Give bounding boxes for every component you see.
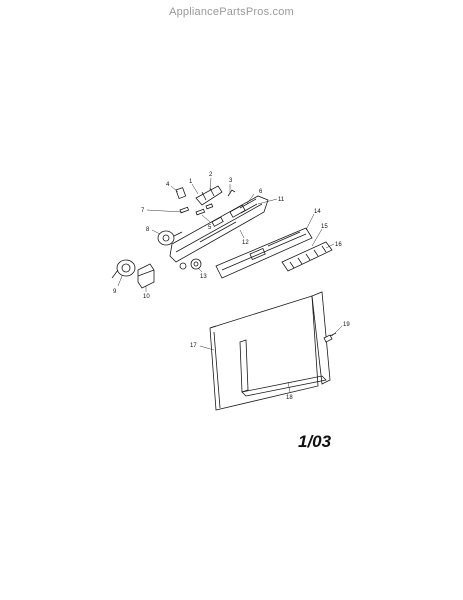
part-label-1: 1: [189, 179, 193, 185]
knob-housing[interactable]: [157, 230, 183, 246]
part-label-2: 2: [209, 172, 213, 178]
part-label-6: 6: [259, 189, 263, 195]
part-label-15: 15: [321, 224, 328, 230]
part-label-12: 12: [242, 240, 249, 246]
part-label-19: 19: [343, 322, 350, 328]
part-label-17: 17: [190, 343, 197, 349]
part-label-3: 3: [229, 178, 233, 184]
part-label-5: 5: [208, 225, 212, 231]
part-label-11: 11: [278, 197, 285, 203]
part-label-8: 8: [146, 227, 150, 233]
part-label-10: 10: [143, 294, 150, 300]
part-label-18: 18: [286, 395, 293, 401]
control-panel[interactable]: [169, 195, 269, 263]
leader-lines: [117, 177, 343, 393]
pins[interactable]: [179, 203, 214, 216]
screw[interactable]: [323, 332, 337, 343]
watermark: AppliancePartsPros.com: [169, 6, 294, 18]
keypad-panel[interactable]: [215, 227, 313, 279]
timer-motor[interactable]: [111, 259, 136, 279]
part-label-9: 9: [113, 289, 117, 295]
door-panel[interactable]: [209, 295, 319, 411]
date-code: 1/03: [298, 432, 332, 451]
door-trim[interactable]: [239, 291, 331, 397]
part-label-16: 16: [335, 242, 342, 248]
part-label-13: 13: [200, 274, 207, 280]
button-set[interactable]: [281, 241, 333, 272]
switch-bracket[interactable]: [175, 185, 236, 206]
timer-bracket[interactable]: [137, 263, 155, 289]
part-labels: 1 2 3 4 5 6 7 8 9 10 11 12 13 14 15 16 1…: [113, 172, 350, 401]
selector-knob[interactable]: [179, 258, 202, 270]
part-label-14: 14: [314, 209, 321, 215]
part-label-7: 7: [141, 208, 145, 214]
part-label-4: 4: [166, 182, 170, 188]
